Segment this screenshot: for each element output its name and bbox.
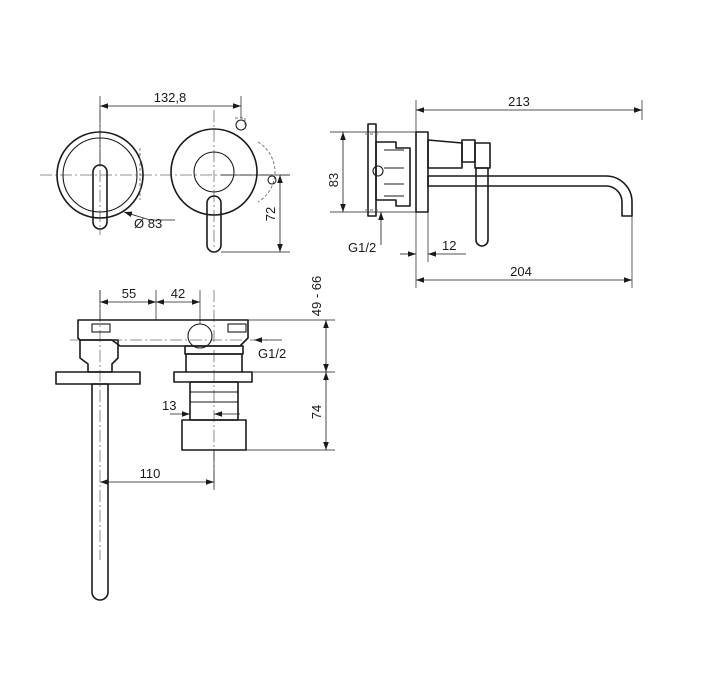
front-view: 132,8 Ø 83 72: [40, 90, 290, 253]
dimension-top-left-offset: 55: [122, 286, 136, 301]
lever-hub: [474, 142, 491, 169]
body-details: [384, 149, 404, 197]
side-lever: [475, 167, 489, 247]
leader-rosette-diameter: [123, 211, 151, 221]
spout-rosette-side: [55, 371, 141, 385]
dimension-side-height: 83: [326, 173, 341, 187]
top-view: 55 42 49 - 66 G1/2 74 13 110: [55, 276, 335, 601]
lever-rosette: [170, 128, 258, 216]
side-inlet-label: G1/2: [348, 240, 376, 255]
hidden-screws: [365, 133, 380, 211]
spout-front: [92, 164, 108, 230]
wall-box: [77, 319, 249, 347]
spout-connector: [79, 339, 119, 373]
dimension-lever-height: 72: [263, 207, 278, 221]
dimension-body-inner: 13: [162, 398, 176, 413]
screw-side: [267, 175, 277, 185]
mixer-body: [375, 141, 411, 207]
dimension-spout-offset: 110: [140, 466, 161, 481]
wall-plate: [367, 123, 377, 217]
dimension-side-offset: 12: [442, 238, 456, 253]
valve-rosette-side: [173, 371, 253, 383]
valve-cap: [461, 139, 476, 163]
inlet-circle: [372, 165, 384, 177]
valve-port: [187, 323, 213, 349]
lever-handle: [206, 195, 222, 253]
dimension-rosette-diameter: Ø 83: [134, 216, 162, 231]
lever-cartridge-cap: [193, 151, 235, 193]
dimension-spout-length: 204: [510, 264, 532, 279]
dimension-body-height: 74: [309, 405, 324, 419]
cartridge-threads: [190, 391, 238, 403]
valve-body: [427, 139, 463, 169]
valve-collar: [184, 345, 244, 355]
dimension-side-depth: 213: [508, 94, 530, 109]
screw-top: [235, 119, 247, 131]
valve-neck: [185, 353, 243, 373]
hidden-body-outline: [139, 117, 276, 203]
spout-pipe: [91, 383, 109, 601]
outlet-port-left: [91, 323, 111, 333]
dimension-top-right-offset: 42: [171, 286, 185, 301]
side-view: 213 83 G1/2 12 204: [326, 94, 643, 288]
dimension-front-spacing: 132,8: [154, 90, 187, 105]
dimension-wall-depth-range: 49 - 66: [309, 276, 324, 316]
top-inlet-label: G1/2: [258, 346, 286, 361]
front-rosette: [415, 131, 429, 213]
spout-side: [427, 175, 633, 217]
outlet-port-right: [227, 323, 247, 333]
